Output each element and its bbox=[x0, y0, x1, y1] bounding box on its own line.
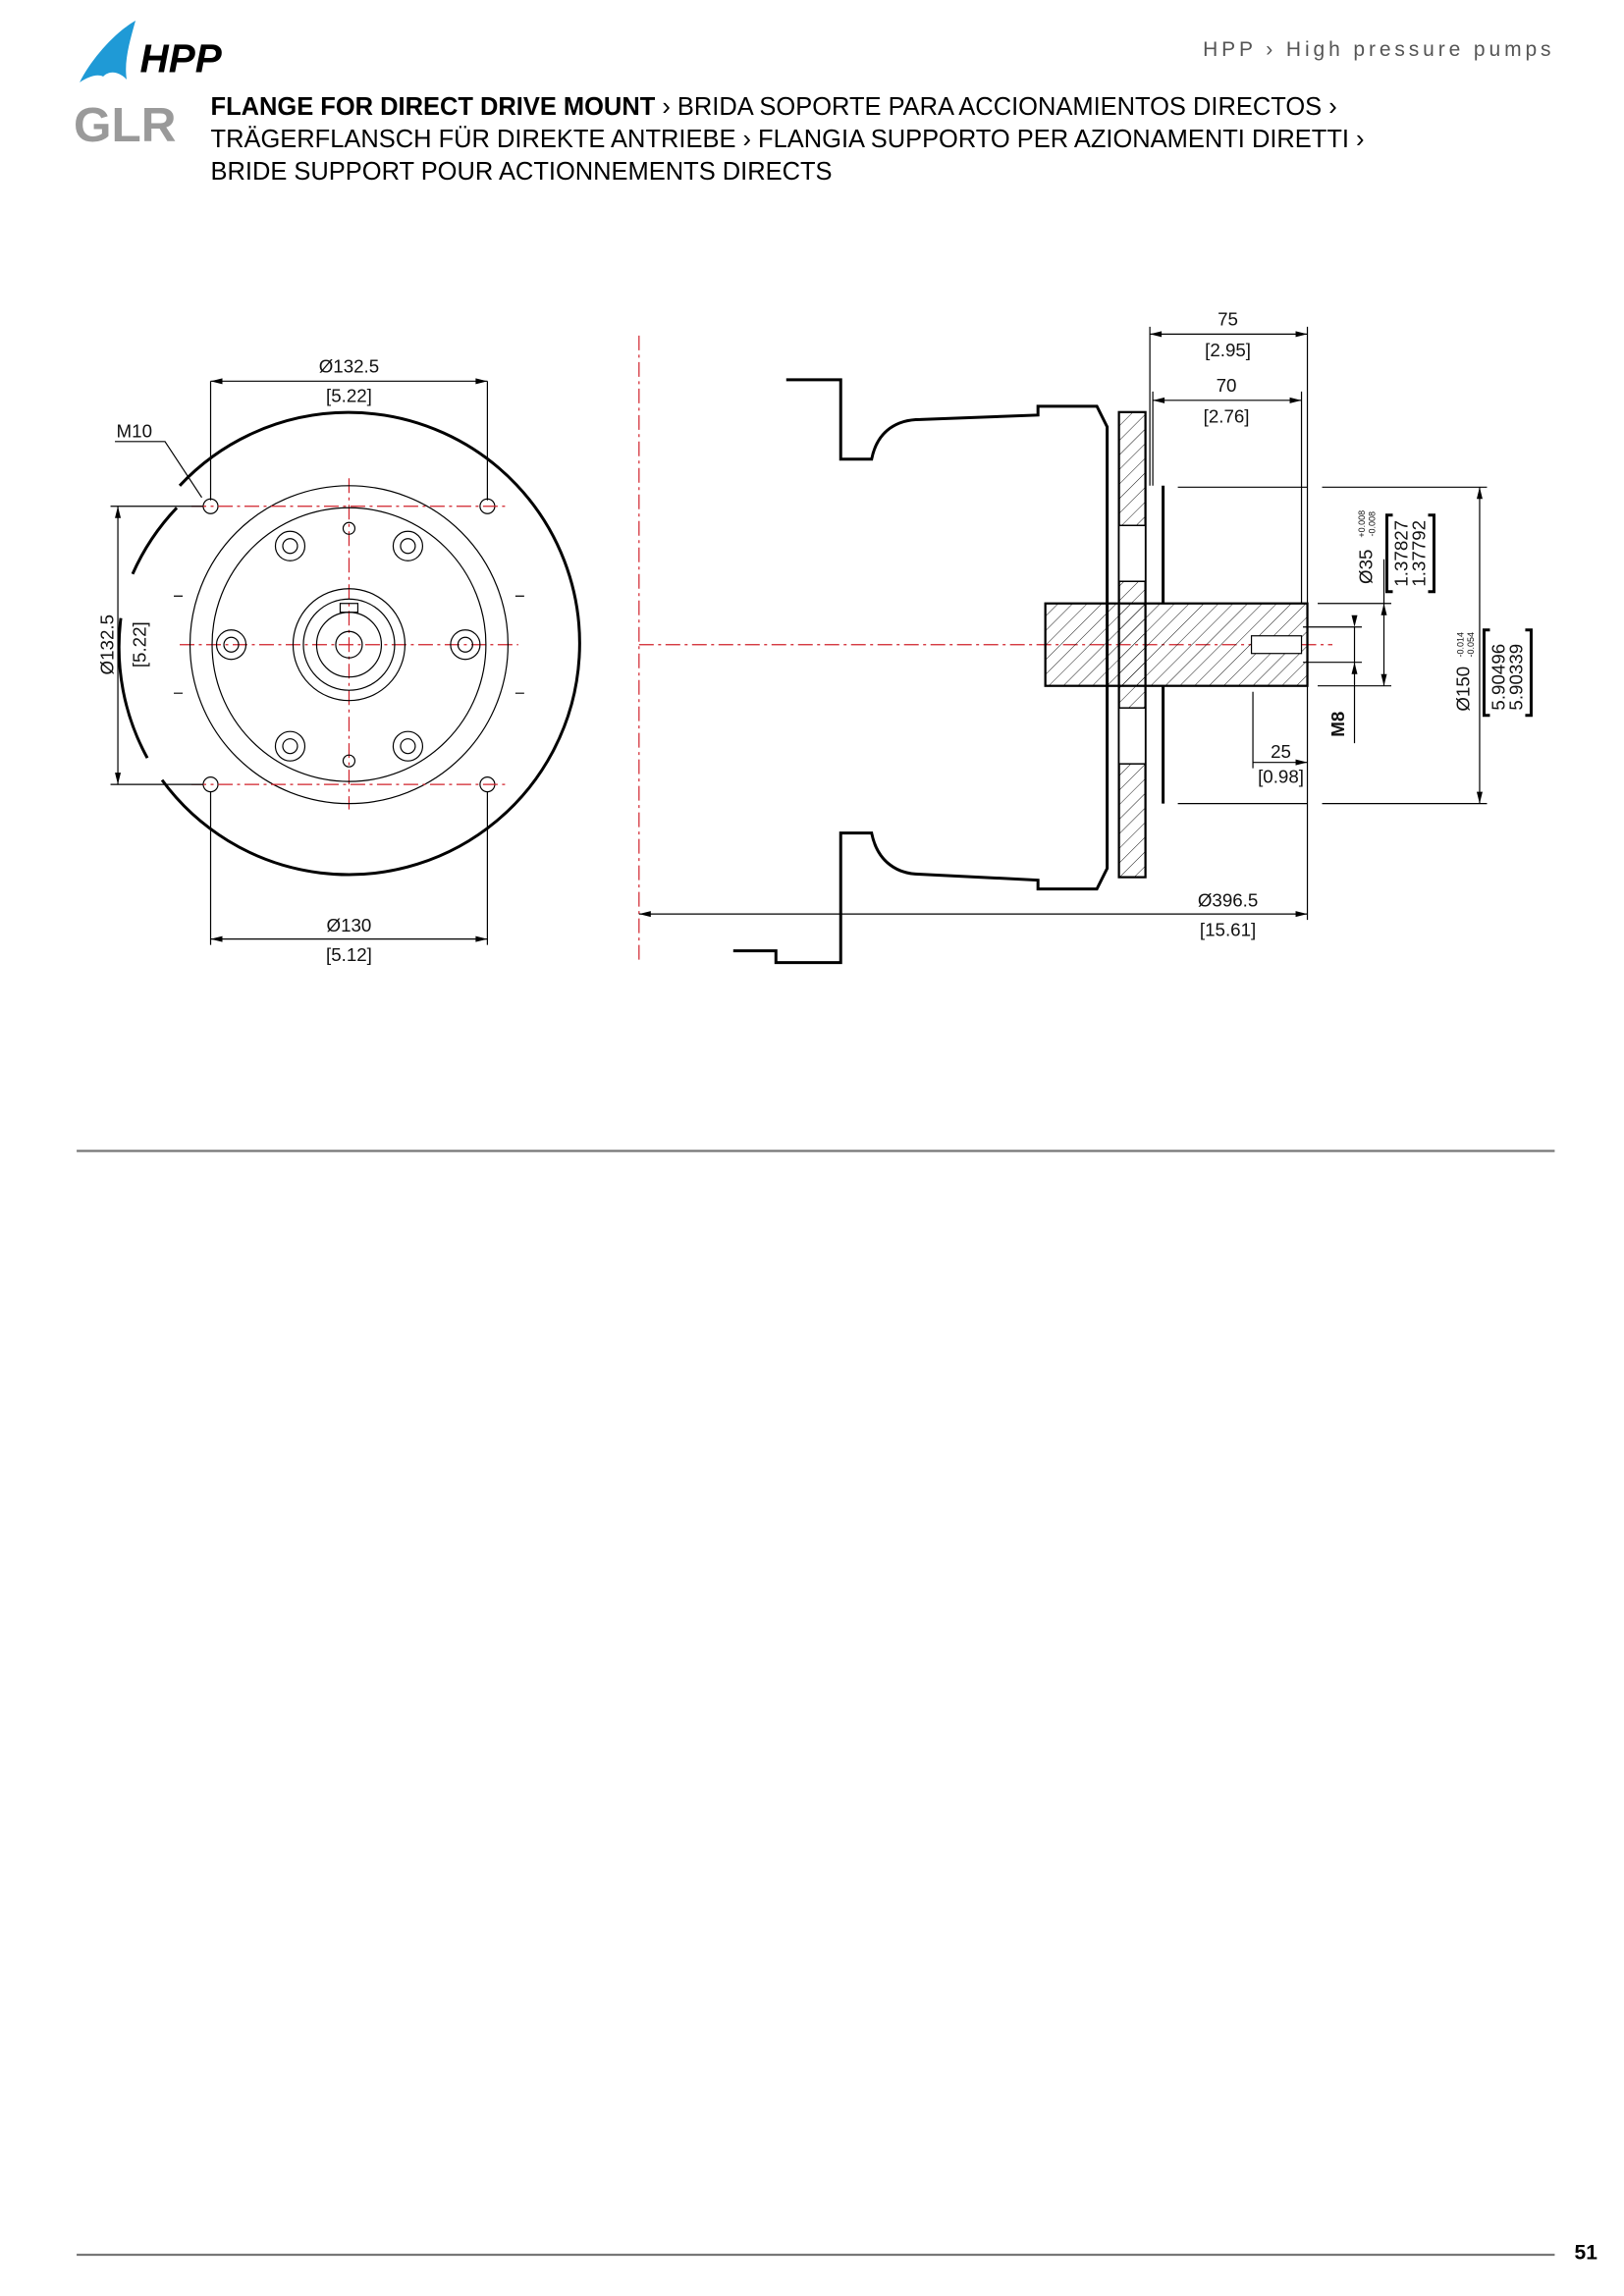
thread-depth-inch: [0.98] bbox=[1258, 767, 1304, 787]
series-code: GLR bbox=[74, 98, 176, 152]
left-diameter: Ø132.5 bbox=[97, 614, 118, 674]
bolt-heads bbox=[215, 521, 481, 768]
outer-diameter-inch: [15.61] bbox=[1200, 920, 1256, 940]
title-bold: FLANGE FOR DIRECT DRIVE MOUNT bbox=[211, 93, 656, 121]
hub bbox=[292, 588, 406, 702]
logo-text: HPP bbox=[140, 35, 223, 80]
thread-depth: 25 bbox=[1271, 741, 1291, 762]
shaft-tol-lower: -0.008 bbox=[1368, 511, 1378, 536]
outer-diameter: Ø396.5 bbox=[1198, 890, 1258, 911]
top-diameter-inch: [5.22] bbox=[326, 385, 372, 405]
pilot-tol-upper: -0.014 bbox=[1455, 632, 1465, 657]
left-diameter-inch: [5.22] bbox=[130, 621, 150, 667]
pilot-diameter: Ø150 bbox=[1452, 667, 1473, 712]
length-70: 70 bbox=[1217, 375, 1237, 396]
top-diameter: Ø132.5 bbox=[319, 355, 379, 376]
shaft-tol-upper: +0.008 bbox=[1357, 510, 1367, 538]
shaft-diameter: Ø35 bbox=[1356, 550, 1377, 584]
outer-flange-arc bbox=[160, 410, 581, 877]
title-line-1: FLANGE FOR DIRECT DRIVE MOUNT › BRIDA SO… bbox=[211, 93, 1337, 121]
m10-label: M10 bbox=[117, 420, 152, 441]
section-label: HPP › High pressure pumps bbox=[1203, 38, 1554, 61]
hpp-logo: HPP bbox=[80, 20, 223, 82]
title-line-2: TRÄGERFLANSCH FÜR DIREKTE ANTRIEBE › FLA… bbox=[211, 126, 1365, 153]
length-75-inch: [2.95] bbox=[1205, 340, 1251, 360]
pilot-inch-max: 5.90496 bbox=[1488, 644, 1508, 711]
pilot-inch-min: 5.90339 bbox=[1505, 644, 1526, 711]
side-section-drawing: 75 [2.95] 70 [2.76] Ø396.5 [15.61] 25 [0… bbox=[638, 308, 1533, 965]
title-rest: › BRIDA SOPORTE PARA ACCIONAMIENTOS DIRE… bbox=[655, 93, 1336, 121]
front-view-drawing: Ø132.5 [5.22] Ø130 [5.12] Ø132.5 [5.22] … bbox=[97, 355, 581, 965]
page-number: 51 bbox=[1575, 2242, 1598, 2265]
length-75: 75 bbox=[1218, 308, 1238, 329]
pilot-tol-lower: -0.054 bbox=[1466, 632, 1476, 657]
title-line-3: BRIDE SUPPORT POUR ACTIONNEMENTS DIRECTS bbox=[211, 158, 833, 186]
bottom-diameter: Ø130 bbox=[327, 915, 372, 935]
bottom-diameter-inch: [5.12] bbox=[326, 944, 372, 965]
length-70-inch: [2.76] bbox=[1204, 405, 1250, 426]
logo-wave-icon bbox=[80, 20, 136, 82]
m8-thread: M8 bbox=[1327, 712, 1348, 737]
shaft-inch-min: 1.37792 bbox=[1408, 520, 1429, 587]
shaft-inch-max: 1.37827 bbox=[1390, 520, 1411, 587]
